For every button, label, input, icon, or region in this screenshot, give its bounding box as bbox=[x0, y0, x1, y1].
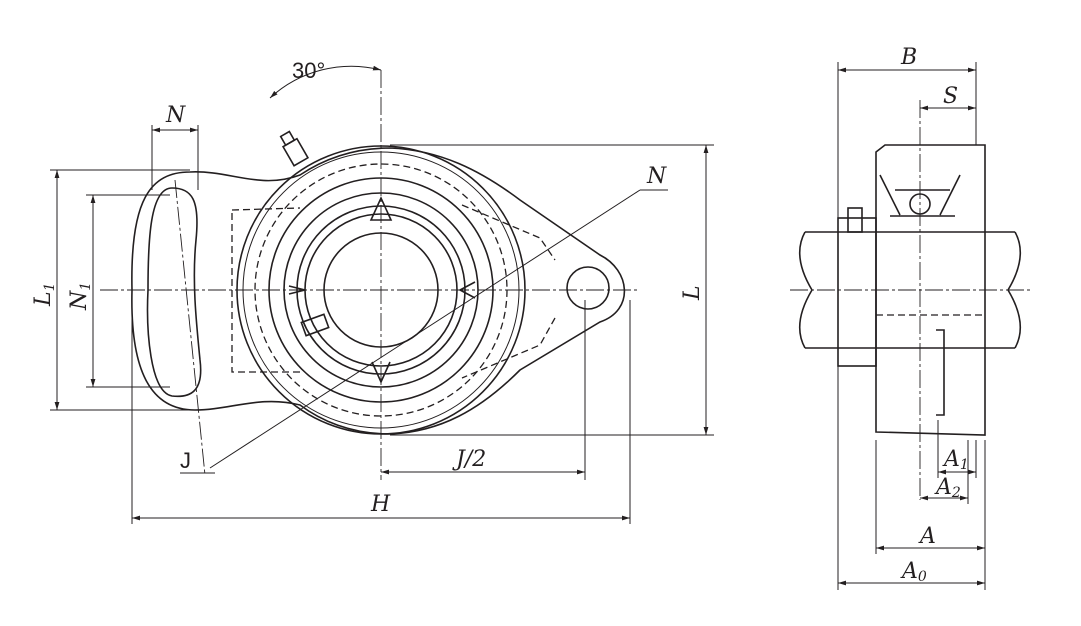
a-label: A bbox=[918, 524, 936, 549]
grease-nipple-icon bbox=[279, 130, 310, 167]
a2-label: A bbox=[934, 475, 952, 500]
svg-text:A2: A2 bbox=[934, 475, 961, 501]
l-label: L bbox=[680, 285, 705, 301]
n-top-label: N bbox=[165, 103, 186, 128]
front-dimensions: 30° N N L1 N1 L J J/2 H bbox=[31, 58, 714, 524]
n-right-label: N bbox=[646, 164, 667, 189]
a0-label: A bbox=[900, 559, 918, 584]
a1-label: A bbox=[942, 447, 960, 472]
front-view bbox=[100, 70, 668, 480]
n1-label: N bbox=[67, 290, 92, 311]
b-label: B bbox=[900, 45, 917, 70]
housing-outline bbox=[131, 147, 626, 435]
side-view bbox=[790, 100, 1030, 500]
side-dimensions: B S A1 A2 A A0 bbox=[837, 45, 986, 590]
svg-text:N1: N1 bbox=[67, 282, 94, 311]
angle-label: 30° bbox=[292, 58, 325, 83]
svg-text:A0: A0 bbox=[900, 559, 927, 585]
left-slot bbox=[146, 187, 202, 398]
j-label: J bbox=[180, 448, 191, 473]
h-label: H bbox=[370, 492, 391, 517]
flange-hidden bbox=[231, 204, 556, 379]
bolt-hole bbox=[566, 266, 610, 310]
svg-text:L1: L1 bbox=[31, 282, 58, 307]
s-label: S bbox=[943, 84, 958, 109]
svg-text:A1: A1 bbox=[942, 447, 969, 473]
l1-label: L bbox=[31, 291, 56, 307]
j-half-label: J/2 bbox=[452, 447, 486, 472]
